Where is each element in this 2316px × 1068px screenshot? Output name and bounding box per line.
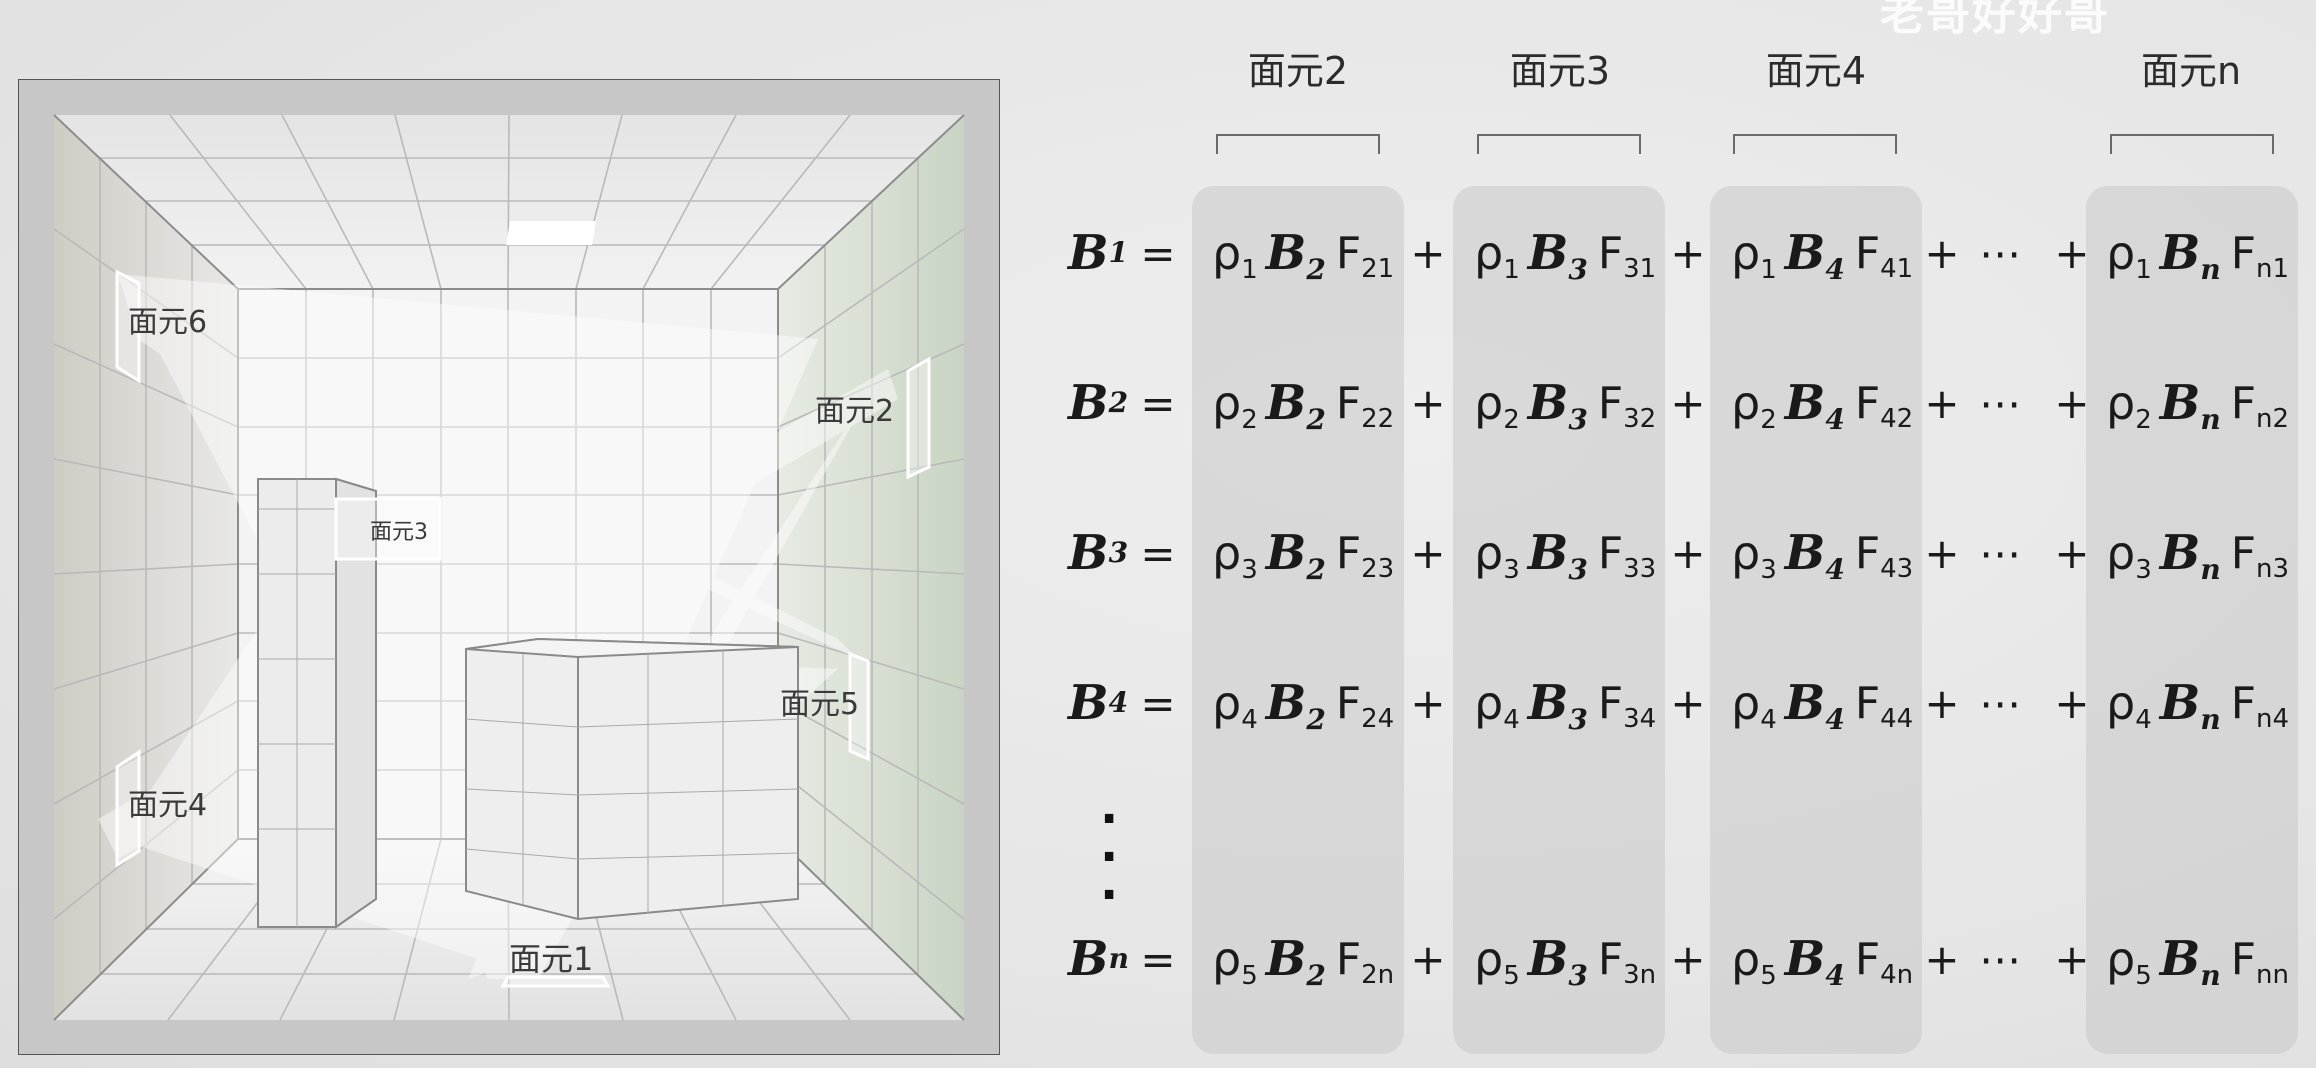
patch4-outline: [115, 749, 141, 868]
patch1-label: 面元1: [509, 940, 593, 978]
plus-sign: +: [2054, 528, 2090, 578]
tall-box: [257, 477, 377, 929]
ellipsis: ⋯: [1979, 378, 2021, 428]
patch6-outline: [115, 269, 141, 384]
plus-sign: +: [1410, 678, 1446, 728]
room-illustration: 面元6 面元2 面元3 面元4 面元5 面元1: [18, 79, 1000, 1055]
patch4-label: 面元4: [128, 788, 207, 823]
plus-sign: +: [1410, 528, 1446, 578]
column-bracket-n: [2110, 134, 2274, 154]
plus-sign: +: [1924, 378, 1960, 428]
column-header-n: 面元n: [2140, 49, 2242, 93]
plus-sign: +: [1924, 228, 1960, 278]
plus-sign: +: [2054, 934, 2090, 984]
plus-sign: +: [2054, 378, 2090, 428]
column-header-3: 面元3: [1509, 49, 1611, 93]
column-header-4: 面元4: [1765, 49, 1867, 93]
plus-sign: +: [1924, 678, 1960, 728]
ellipsis: ⋯: [1979, 228, 2021, 278]
patch2-label: 面元2: [815, 394, 894, 429]
column-band-2: [1192, 186, 1404, 1054]
vertical-ellipsis: ···: [1100, 791, 1119, 923]
column-band-3: [1453, 186, 1665, 1054]
plus-sign: +: [1410, 378, 1446, 428]
plus-sign: +: [2054, 228, 2090, 278]
patch6-label: 面元6: [128, 305, 207, 340]
room-svg: 面元6 面元2 面元3 面元4 面元5 面元1: [18, 79, 1000, 1055]
column-bracket-3: [1477, 134, 1641, 154]
equals-sign: =: [1140, 378, 1176, 428]
plus-sign: +: [1410, 228, 1446, 278]
ellipsis: ⋯: [1979, 528, 2021, 578]
equals-sign: =: [1140, 528, 1176, 578]
patch2-outline: [906, 356, 931, 480]
patch5-label: 面元5: [780, 687, 859, 722]
plus-sign: +: [1670, 228, 1706, 278]
plus-sign: +: [1670, 934, 1706, 984]
plus-sign: +: [1410, 934, 1446, 984]
watermark: 老哥好好哥: [1880, 0, 2110, 40]
column-bracket-4: [1733, 134, 1897, 154]
plus-sign: +: [1670, 678, 1706, 728]
plus-sign: +: [1924, 528, 1960, 578]
ceiling-light: [506, 221, 596, 245]
patch3-outline: [334, 497, 442, 561]
plus-sign: +: [1670, 528, 1706, 578]
plus-sign: +: [2054, 678, 2090, 728]
column-bracket-2: [1216, 134, 1380, 154]
column-band-4: [1710, 186, 1922, 1054]
equals-sign: =: [1140, 228, 1176, 278]
column-header-2: 面元2: [1247, 49, 1349, 93]
equals-sign: =: [1140, 934, 1176, 984]
ellipsis: ⋯: [1979, 934, 2021, 984]
equals-sign: =: [1140, 678, 1176, 728]
plus-sign: +: [1924, 934, 1960, 984]
column-band-n: [2086, 186, 2298, 1054]
ellipsis: ⋯: [1979, 678, 2021, 728]
patch1-outline: [500, 975, 611, 988]
patch3-label: 面元3: [370, 520, 428, 545]
plus-sign: +: [1670, 378, 1706, 428]
patch5-outline: [848, 651, 870, 762]
cube-box: [465, 637, 799, 921]
